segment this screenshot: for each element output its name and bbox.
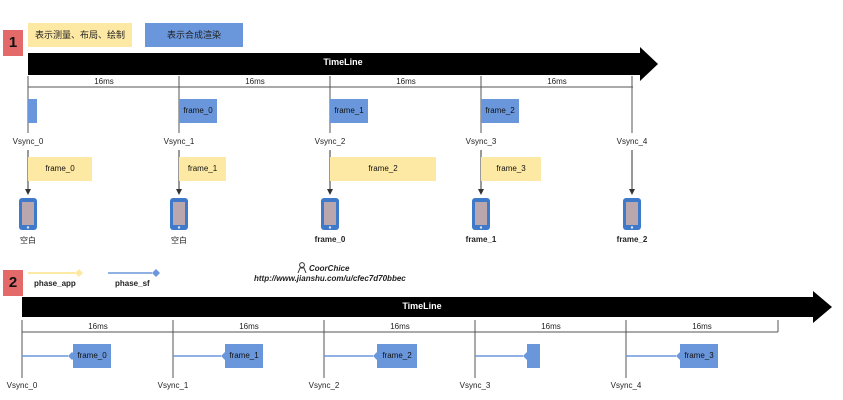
s2-vsync-4: Vsync_4 (610, 381, 642, 390)
legend-measure-layout-draw: 表示测量、布局、绘制 (28, 23, 132, 47)
s2-vsync-0: Vsync_0 (6, 381, 38, 390)
s2-vsync-1: Vsync_1 (157, 381, 189, 390)
s1-arrowhead-2 (327, 189, 333, 195)
interval-1-1: 16ms (245, 77, 265, 86)
s1-vsync-4: Vsync_4 (616, 137, 648, 146)
s1-render-block-2: frame_1 (330, 99, 368, 123)
s2-render-block-2: frame_2 (377, 344, 417, 368)
interval-2-4: 16ms (692, 322, 712, 331)
s1-render-block-0 (28, 99, 37, 123)
s2-render-block-3 (527, 344, 540, 368)
interval-2-3: 16ms (541, 322, 561, 331)
interval-2-0: 16ms (88, 322, 108, 331)
s1-arrowhead-3 (478, 189, 484, 195)
interval-2-2: 16ms (390, 322, 410, 331)
legend-app-diamond (75, 269, 83, 277)
s1-arrowhead-0 (25, 189, 31, 195)
section-1-badge: 1 (3, 30, 23, 56)
s2-render-block-0: frame_0 (73, 344, 111, 368)
s1-render-block-3: frame_2 (481, 99, 519, 123)
s1-draw-block-1: frame_1 (179, 157, 226, 181)
s1-arrowhead-1 (176, 189, 182, 195)
phone-icon (472, 198, 490, 230)
s1-arrowhead-4 (629, 189, 635, 195)
legend-phase-sf: phase_sf (115, 279, 150, 288)
timeline-2-arrow (22, 291, 832, 323)
s1-screen-1: 空白 (171, 236, 187, 245)
s1-screen-4: frame_2 (616, 235, 648, 244)
interval-1-0: 16ms (94, 77, 114, 86)
s1-draw-block-0: frame_0 (28, 157, 92, 181)
s1-render-block-1: frame_0 (179, 99, 217, 123)
s2-render-block-4: frame_3 (680, 344, 718, 368)
s1-vsync-3: Vsync_3 (465, 137, 497, 146)
s1-screen-0: 空白 (20, 236, 36, 245)
legend-sf-diamond (152, 269, 160, 277)
s2-vsync-3: Vsync_3 (459, 381, 491, 390)
interval-1-3: 16ms (547, 77, 567, 86)
s1-draw-block-2: frame_2 (330, 157, 436, 181)
interval-2-1: 16ms (239, 322, 259, 331)
s2-render-block-1: frame_1 (225, 344, 263, 368)
s1-vsync-2: Vsync_2 (314, 137, 346, 146)
user-icon (297, 262, 307, 274)
interval-1-2: 16ms (396, 77, 416, 86)
s1-screen-3: frame_1 (465, 235, 497, 244)
s1-draw-block-3: frame_3 (481, 157, 541, 181)
section-2-badge: 2 (3, 270, 23, 296)
author-url: http://www.jianshu.com/u/cfec7d70bbec (254, 274, 406, 283)
s1-vsync-0: Vsync_0 (12, 137, 44, 146)
phone-icon (321, 198, 339, 230)
phone-icon (170, 198, 188, 230)
legend-phase-app: phase_app (34, 279, 76, 288)
phone-icon (19, 198, 37, 230)
timeline-1-label: TimeLine (323, 57, 363, 67)
legend-compose-render: 表示合成渲染 (145, 23, 243, 47)
author-name: CoorChice (309, 264, 350, 273)
s1-vsync-1: Vsync_1 (163, 137, 195, 146)
timeline-1-arrow (28, 47, 658, 81)
phone-icon (623, 198, 641, 230)
s2-vsync-2: Vsync_2 (308, 381, 340, 390)
s1-screen-2: frame_0 (314, 235, 346, 244)
timeline-2-label: TimeLine (402, 301, 442, 311)
